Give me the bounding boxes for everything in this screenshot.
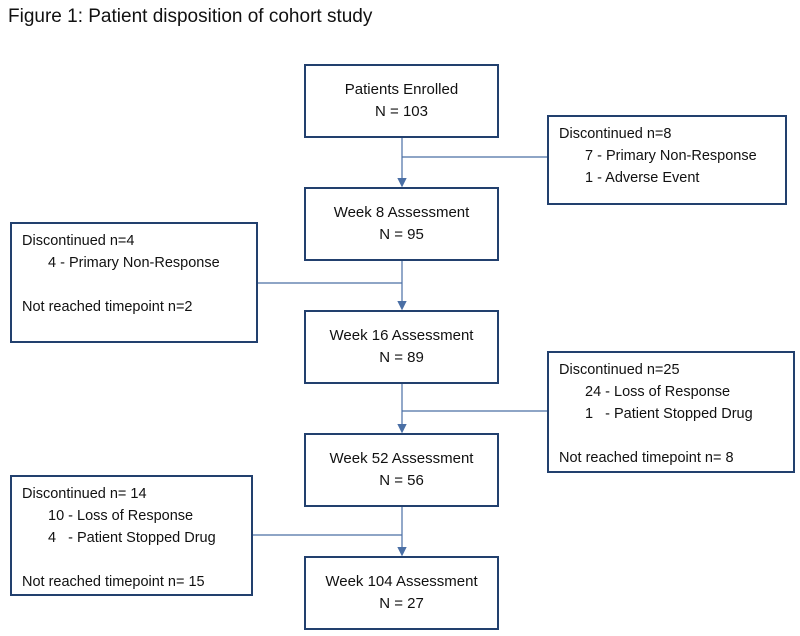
exit-heading: Discontinued n= 14 [22,486,147,502]
exit-heading: Discontinued n=4 [22,233,135,249]
stage-label: Week 8 Assessment [333,204,470,221]
exit-note: Not reached timepoint n= 15 [22,574,205,590]
exit-item: 1 - Adverse Event [585,170,700,186]
stage-label: Week 104 Assessment [325,573,478,590]
stage-box-week104: Week 104 Assessment N = 27 [304,556,499,630]
stage-label: Week 16 Assessment [329,327,474,344]
exit-note: Not reached timepoint n=2 [22,299,193,315]
exit-note: Not reached timepoint n= 8 [559,450,734,466]
exit-box-2: Discontinued n=4 4 - Primary Non-Respons… [10,222,258,343]
stage-box-week16: Week 16 Assessment N = 89 [304,310,499,384]
stage-count: N = 27 [379,595,424,612]
stage-box-week8: Week 8 Assessment N = 95 [304,187,499,261]
figure-title: Figure 1: Patient disposition of cohort … [8,6,373,27]
exit-box-3: Discontinued n=25 24 - Loss of Response … [547,351,795,473]
stage-label: Patients Enrolled [344,81,459,98]
stage-count: N = 56 [379,472,424,489]
stage-label: Week 52 Assessment [329,450,474,467]
exit-item: 10 - Loss of Response [48,508,194,524]
stage-box-enrolled: Patients Enrolled N = 103 [304,64,499,138]
exit-item: 7 - Primary Non-Response [585,148,757,164]
exit-item: 24 - Loss of Response [585,384,731,400]
stage-count: N = 89 [379,349,424,366]
exit-item: 1 - Patient Stopped Drug [585,406,753,422]
stage-box-week52: Week 52 Assessment N = 56 [304,433,499,507]
stage-count: N = 103 [375,103,428,120]
exit-box-1: Discontinued n=8 7 - Primary Non-Respons… [547,115,787,205]
exit-heading: Discontinued n=25 [559,362,680,378]
exit-item: 4 - Primary Non-Response [48,255,220,271]
exit-item: 4 - Patient Stopped Drug [48,530,216,546]
stage-count: N = 95 [379,226,424,243]
exit-heading: Discontinued n=8 [559,126,672,142]
exit-box-4: Discontinued n= 14 10 - Loss of Response… [10,475,253,596]
